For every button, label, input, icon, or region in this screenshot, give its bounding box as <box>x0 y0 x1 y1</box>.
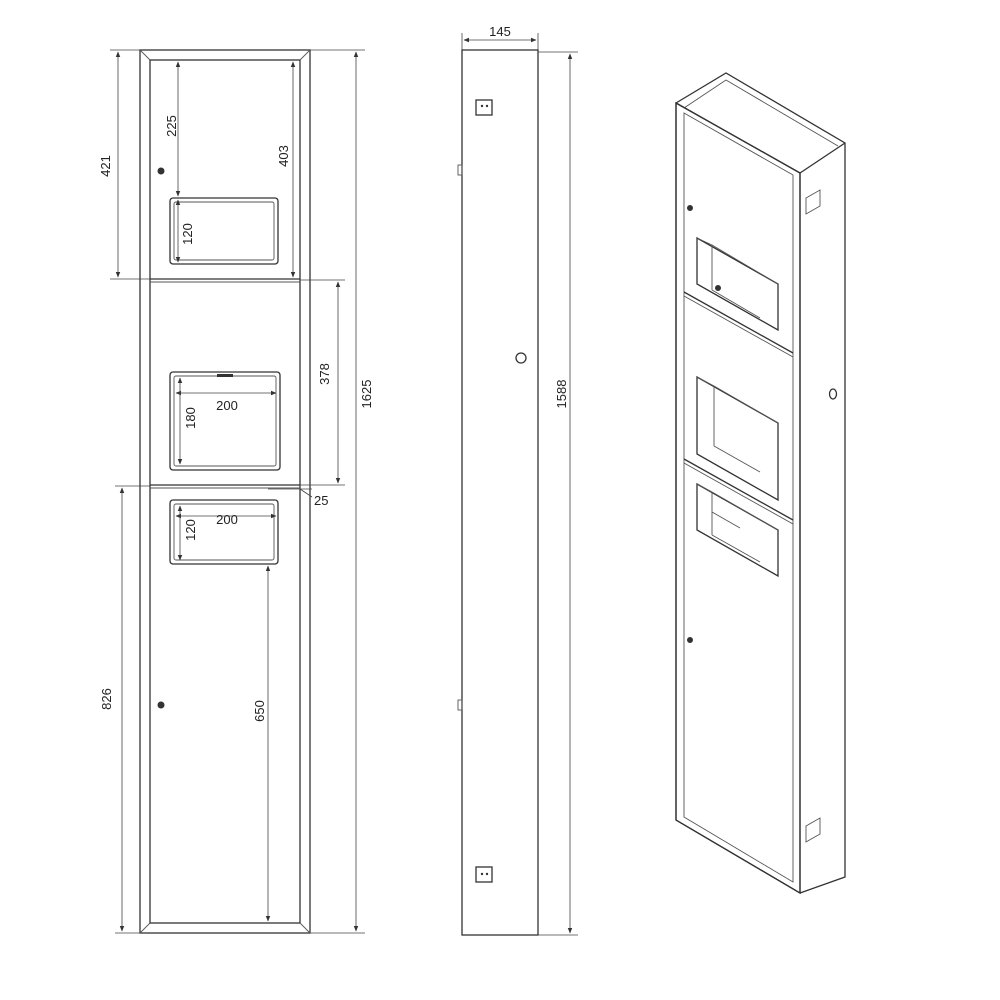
isometric-view <box>675 72 846 895</box>
lock-icon-bottom <box>157 701 165 709</box>
dim-200-middle: 200 <box>216 398 238 413</box>
dim-145: 145 <box>489 24 511 39</box>
iso-waste-opening <box>696 482 779 578</box>
dim-650: 650 <box>252 700 267 722</box>
iso-towel-opening <box>696 236 779 332</box>
lock-icon <box>157 167 165 175</box>
dim-200-lower: 200 <box>216 512 238 527</box>
dim-421: 421 <box>98 155 113 177</box>
iso-lock-icon-bottom <box>687 637 693 643</box>
dim-25: 25 <box>314 493 328 508</box>
side-body <box>461 49 539 936</box>
iso-side-hole <box>828 388 838 400</box>
dim-403: 403 <box>276 145 291 167</box>
bracket-bottom <box>475 866 493 883</box>
iso-bracket-bottom <box>805 817 821 843</box>
front-outer-frame <box>139 49 311 934</box>
front-view: 421 225 403 120 378 1625 200 180 25 200 <box>98 49 374 934</box>
front-inner-frame <box>149 59 301 924</box>
dim-120-lower: 120 <box>183 519 198 541</box>
bracket-top <box>475 99 493 116</box>
iso-lock-icon <box>687 205 693 211</box>
middle-opening <box>169 371 281 471</box>
dim-378: 378 <box>317 363 332 385</box>
dim-1588: 1588 <box>554 380 569 409</box>
waste-opening <box>169 499 279 565</box>
side-view: 145 1588 <box>457 24 578 936</box>
side-hole <box>515 352 527 364</box>
dim-180: 180 <box>183 407 198 429</box>
dim-1625: 1625 <box>359 380 374 409</box>
iso-middle-opening <box>696 375 779 502</box>
iso-bracket-top <box>805 189 821 215</box>
sensor-icon <box>217 374 233 377</box>
dim-826: 826 <box>99 688 114 710</box>
iso-front-frame <box>675 101 801 895</box>
dim-225: 225 <box>164 115 179 137</box>
towel-dispenser-opening <box>169 197 279 265</box>
dim-120-top: 120 <box>180 223 195 245</box>
